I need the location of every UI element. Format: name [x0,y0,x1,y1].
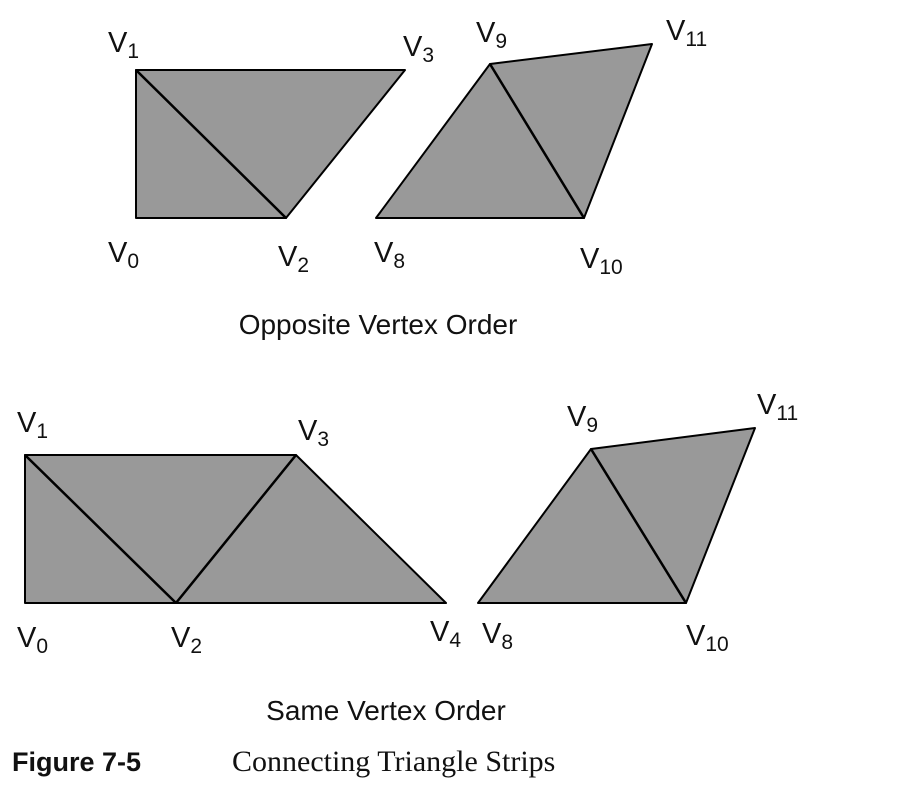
vertex-index: 2 [297,254,309,277]
vertex-letter: V [476,17,496,49]
vertex-index: 0 [36,635,48,658]
vertex-letter: V [482,618,502,650]
vertex-letter: V [108,237,128,269]
vertex-letter: V [430,616,450,648]
vertex-label-v11-s1: V11 [757,389,798,425]
vertex-label-v4-s1: V4 [430,616,461,652]
vertex-label-v2-s0: V2 [278,241,309,277]
vertex-letter: V [757,389,777,421]
vertex-index: 0 [127,250,139,273]
vertex-label-v9-s1: V9 [567,401,598,437]
vertex-index: 11 [776,402,798,425]
strip-shared-edge-s1-k0-e0 [24,454,177,604]
vertex-letter: V [374,237,394,269]
vertex-label-v1-s0: V1 [108,27,139,63]
vertex-label-v10-s1: V10 [686,620,729,656]
vertex-letter: V [278,241,298,273]
vertex-index: 10 [599,256,622,279]
vertex-letter: V [108,27,128,59]
vertex-index: 1 [36,420,48,443]
strip-shapes [24,43,756,604]
vertex-label-v3-s1: V3 [298,415,329,451]
vertex-index: 1 [127,40,139,63]
vertex-letter: V [686,620,706,652]
vertex-label-v10-s0: V10 [580,243,623,279]
vertex-label-v11-s0: V11 [666,15,707,51]
vertex-letter: V [17,407,37,439]
vertex-index: 10 [705,633,728,656]
vertex-letter: V [171,622,191,654]
vertex-letter: V [580,243,600,275]
vertex-index: 8 [393,250,405,273]
figure-title: Connecting Triangle Strips [232,745,555,778]
vertex-label-v1-s1: V1 [17,407,48,443]
vertex-index: 9 [495,30,507,53]
strip-shared-edge-s1-k0-e1 [175,454,297,604]
vertex-label-v8-s1: V8 [482,618,513,654]
vertex-label-v0-s1: V0 [17,622,48,658]
vertex-letter: V [567,401,587,433]
vertex-letter: V [666,15,686,47]
strip-shared-edge-s1-k1-e0 [589,448,688,604]
vertex-index: 11 [685,28,707,51]
vertex-index: 2 [190,635,202,658]
vertex-index: 3 [422,44,434,67]
vertex-label-v8-s0: V8 [374,237,405,273]
vertex-label-v3-s0: V3 [403,31,434,67]
vertex-index: 9 [586,414,598,437]
caption-opposite-vertex-order: Opposite Vertex Order [239,309,518,340]
vertex-letter: V [298,415,318,447]
figure-number: Figure 7-5 [12,747,141,777]
strip-shared-edge-s0-k0-e0 [135,69,287,219]
vertex-index: 3 [317,428,329,451]
strip-shared-edge-s0-k1-e0 [488,63,586,219]
vertex-index: 4 [449,629,461,652]
vertex-label-v9-s0: V9 [476,17,507,53]
vertex-letter: V [403,31,423,63]
vertex-label-v2-s1: V2 [171,622,202,658]
caption-same-vertex-order: Same Vertex Order [266,695,506,726]
vertex-letter: V [17,622,37,654]
vertex-label-v0-s0: V0 [108,237,139,273]
vertex-index: 8 [501,631,513,654]
